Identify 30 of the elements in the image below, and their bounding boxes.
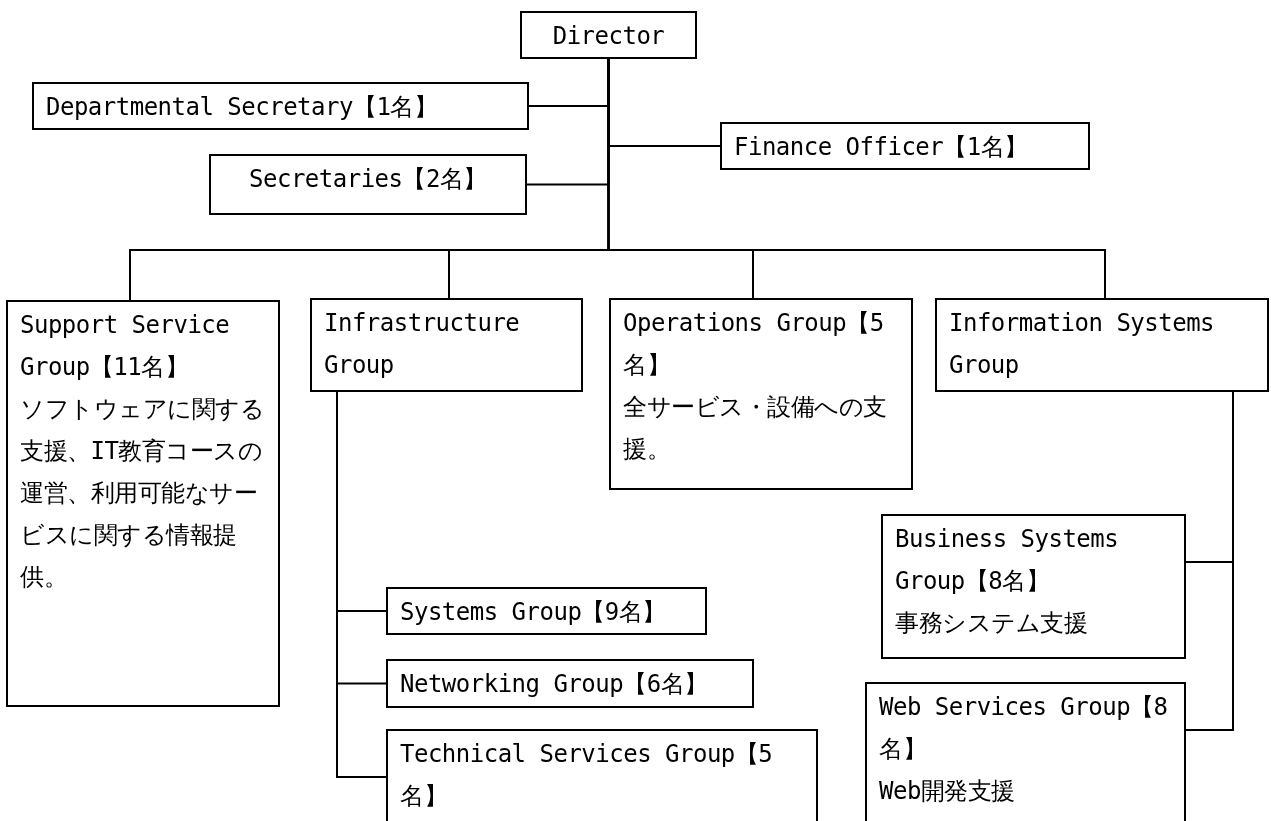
box-label: 事務システム支援 xyxy=(895,608,1088,639)
org-box xyxy=(209,154,527,215)
org-box xyxy=(935,298,1269,392)
box-label: Infrastructure Group xyxy=(324,308,521,381)
box-label: Finance Officer【1名】 xyxy=(734,132,1029,163)
box-label: Web開発支援 xyxy=(879,776,1016,807)
box-label: Support Service Group【11名】 xyxy=(20,310,231,383)
box-label: ソフトウェアに関する支援、IT教育コースの運営、利用可能なサービスに関する情報提供。 xyxy=(20,394,265,593)
org-box xyxy=(609,298,913,490)
box-label: Systems Group【9名】 xyxy=(400,597,667,628)
org-box xyxy=(310,298,583,392)
box-label: Web Services Group【8名】 xyxy=(879,692,1169,765)
box-label: Departmental Secretary【1名】 xyxy=(46,92,439,123)
org-box xyxy=(865,682,1186,821)
org-box xyxy=(720,122,1090,170)
org-box xyxy=(881,514,1186,659)
org-box xyxy=(6,300,280,707)
box-label: Director xyxy=(551,21,666,52)
box-label: Operations Group【5名】 xyxy=(623,308,885,381)
box-label: Business Systems Group【8名】 xyxy=(895,524,1120,597)
box-label: Secretaries【2名】 xyxy=(248,164,488,195)
box-label: 全サービス・設備への支援。 xyxy=(623,392,888,465)
box-label: Information Systems Group xyxy=(949,308,1216,381)
box-label: Technical Services Group【5名】 xyxy=(400,739,774,812)
box-label: Networking Group【6名】 xyxy=(400,669,709,700)
org-box xyxy=(386,729,818,821)
org-box xyxy=(386,587,707,635)
org-box xyxy=(520,11,697,59)
org-box xyxy=(386,659,754,708)
org-box xyxy=(32,82,529,130)
